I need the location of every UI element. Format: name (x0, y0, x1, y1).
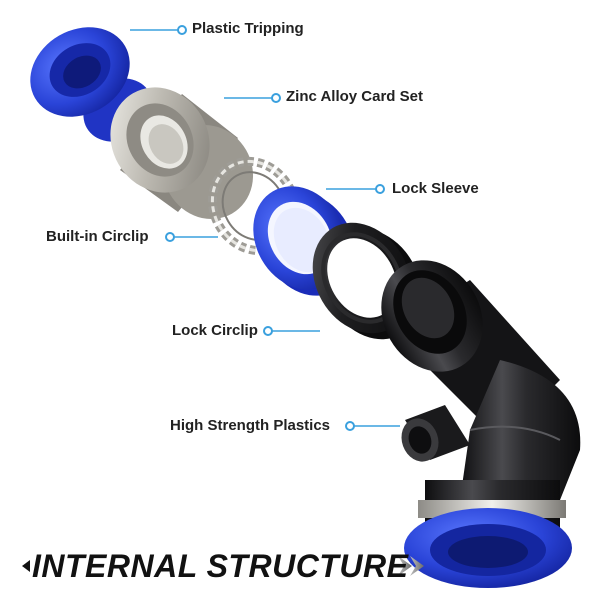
leader-lines (130, 25, 400, 431)
leader-dot-icon (165, 232, 175, 242)
leader-dot-icon (271, 93, 281, 103)
label-lock-sleeve: Lock Sleeve (392, 180, 479, 197)
leader-dot-icon (263, 326, 273, 336)
label-built-in-circlip: Built-in Circlip (46, 228, 149, 245)
label-high-strength-plastics: High Strength Plastics (170, 417, 331, 434)
chevron-right-icon (22, 556, 424, 576)
title-bullet-icon (22, 560, 30, 572)
leader-dot-icon (177, 25, 187, 35)
diagram-title: INTERNAL STRUCTURE (32, 548, 409, 584)
zinc-alloy-card-set-part (110, 87, 254, 220)
label-zinc-alloy-card-set: Zinc Alloy Card Set (286, 88, 423, 105)
label-plastic-tripping: Plastic Tripping (192, 20, 304, 37)
high-strength-plastics-body (381, 260, 581, 588)
leader-dot-icon (375, 184, 385, 194)
leader-dot-icon (345, 421, 355, 431)
label-lock-circlip: Lock Circlip (172, 322, 258, 339)
